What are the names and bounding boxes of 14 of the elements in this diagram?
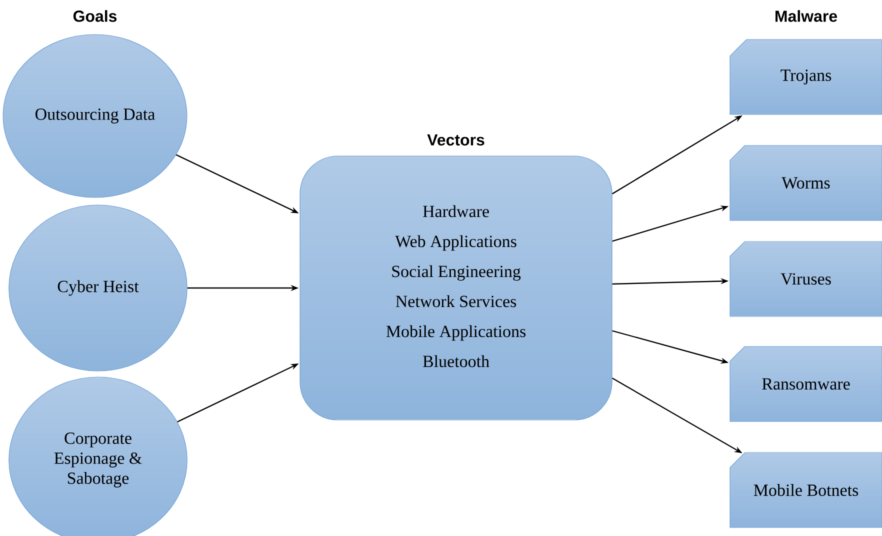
malware-box: Mobile Botnets [730,452,882,528]
heading: Malware [776,10,838,22]
malware-box: Viruses [730,241,882,317]
vector-item: Social Engineering [392,265,521,281]
vector-item: Network Services [396,295,516,308]
malware-box: Trojans [730,39,882,115]
vector-item: Mobile Applications [386,325,526,341]
vector-item: Bluetooth [422,355,490,368]
vector-item: Hardware [423,205,489,218]
heading: Vectors [427,134,484,146]
malware-box: Ransomware [730,346,882,422]
malware-box: Worms [730,145,882,221]
vectors-box [300,156,612,420]
vector-item: Web Applications [395,235,516,251]
